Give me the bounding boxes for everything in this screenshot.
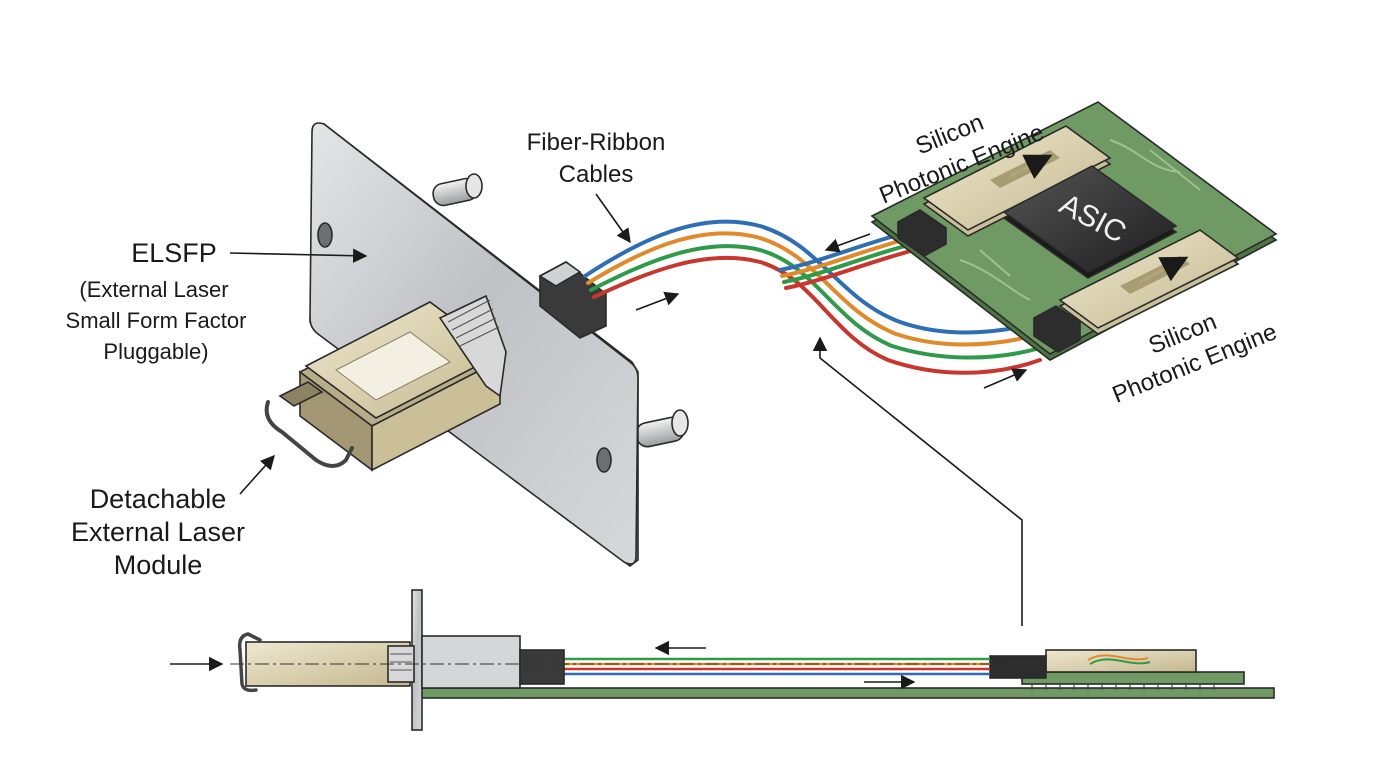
label-external-module: Detachable External Laser Module: [71, 484, 245, 580]
label-elsfp-line3: Pluggable): [103, 339, 208, 364]
label-elsfp: ELSFP (External Laser Small Form Factor …: [66, 238, 247, 364]
flow-arrow-out: [635, 291, 680, 311]
label-fiber-line1: Fiber-Ribbon: [527, 129, 666, 156]
leader-module: [239, 454, 275, 495]
side-view-plug: [519, 649, 565, 685]
side-view-cage: [421, 635, 521, 689]
label-elsfp-title: ELSFP: [131, 238, 217, 268]
side-view-engine-connector: [989, 655, 1047, 679]
photonic-engine-bottom: [1033, 229, 1240, 353]
fiber-ribbon-cables: [583, 219, 1042, 375]
asic-chip: ASIC: [1002, 165, 1178, 279]
label-elsfp-line1: (External Laser: [79, 277, 228, 302]
leader-side-view: [812, 336, 1023, 626]
pull-latch: [264, 400, 354, 468]
standoff-pin-top: [432, 173, 483, 207]
leader-elsfp: [229, 248, 368, 263]
fiber-red: [592, 255, 1042, 375]
side-view-engine-board: [1021, 671, 1245, 685]
module-label-area: [335, 331, 451, 401]
label-fiber-line2: Cables: [559, 161, 634, 188]
mounting-hole-bottom: [596, 447, 612, 473]
label-module-line1: Detachable: [90, 484, 227, 514]
label-elsfp-line2: Small Form Factor: [66, 308, 247, 333]
flow-arrow-engine-in: [983, 368, 1028, 389]
side-view: [170, 589, 1275, 731]
photonic-engine-top: [897, 125, 1112, 257]
label-module-line2: External Laser: [71, 517, 245, 547]
side-view-board: [419, 687, 1275, 699]
fiber-blue: [583, 219, 1042, 335]
label-fiber-ribbon: Fiber-Ribbon Cables: [527, 129, 666, 188]
engine-top-connector: [897, 209, 947, 257]
flow-arrow-return: [824, 233, 871, 253]
engine-bottom-connector: [1033, 305, 1081, 353]
elsfp-module: [264, 294, 507, 472]
mounting-hole-top: [317, 222, 333, 248]
label-module-line3: Module: [114, 550, 203, 580]
leader-fiber: [595, 193, 631, 244]
side-view-fibers: [560, 657, 990, 676]
fiber-green: [589, 244, 1042, 360]
standoff-pin-bottom: [635, 409, 689, 448]
side-view-latch: [237, 632, 262, 693]
